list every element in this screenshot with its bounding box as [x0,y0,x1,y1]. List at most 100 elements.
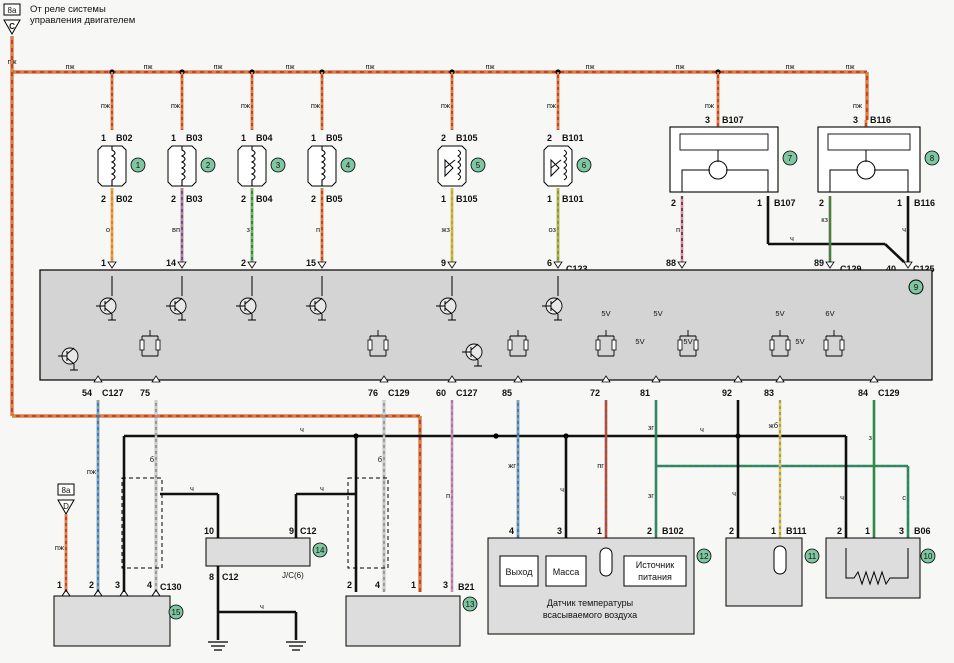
pin-number: 2 [647,526,652,536]
source-letter: D [63,502,69,511]
wire-label: зг [648,423,654,432]
ecm-voltage-label: 6V [825,309,834,318]
pin-number: 1 [865,526,870,536]
resistor [383,339,389,351]
component-marker-num: 13 [466,600,475,609]
bus-wire-label: пж [485,62,494,71]
wire-label: пж [241,101,250,110]
relay-contacts [681,150,769,192]
ground-symbol [554,314,562,321]
supply-label-2: питания [638,572,672,582]
wire-label: жб [769,421,778,430]
pin-left: 2 [819,198,824,208]
connector-c125: C125 [913,264,935,274]
wire-label: пж [101,101,110,110]
ecm-voltage-label: 5V [795,337,804,346]
pin-number: 4 [509,526,514,536]
wire-label: вп [172,225,180,234]
bus-wire-label: пж [365,62,374,71]
ecm-pin-number: 60 [436,388,446,398]
component-marker [920,548,936,564]
resistor [139,339,145,351]
wire-label: оз [548,225,556,234]
pin-arrow [93,589,103,597]
pin-arrow [151,589,161,597]
wire-label: кз [821,215,828,224]
pin-bottom: 8 [209,572,214,582]
ecm-pin-number: 75 [140,388,150,398]
component-marker [782,150,798,166]
ecm-marker: 9 [914,283,919,292]
ecm-voltage-label: 5V [775,309,784,318]
wire-label: о [106,225,110,234]
bus-wire-label: пж [285,62,294,71]
component-body [345,595,461,647]
pin-arrow [317,261,327,269]
ground-symbol [448,314,456,321]
valve-symbol [550,158,562,178]
source-tag-box [57,483,75,496]
pin-top: 2 [547,133,552,143]
component-marker-num: 2 [206,161,211,170]
potentiometer [845,548,909,586]
pin-left: 2 [671,198,676,208]
pin-arrow [903,261,913,269]
resistor [677,339,683,351]
resistor [507,339,513,351]
pin-top: 1 [171,133,176,143]
wire-label: ч [560,485,564,494]
wire-label: з [247,225,251,234]
bus-wire-label: пж [213,62,222,71]
ecm-pin-number: 1 [101,258,106,268]
pin-arrow [553,261,563,269]
pin-arrow [93,375,103,383]
source-tag: 8a [62,486,71,495]
wire-label: ч [732,489,736,498]
ecm-voltage-label: 5V [601,309,610,318]
wire-label: пж [853,101,862,110]
pin-arrow [379,375,389,383]
component-id-top: B05 [326,133,343,143]
bus-wire-label: пж [65,62,74,71]
connector-c129: C129 [840,264,862,274]
component-id-bottom: B03 [186,194,203,204]
wire-label: ч [902,225,906,234]
pin-bottom: 2 [101,194,106,204]
pin-top: 2 [441,133,446,143]
component-id-top: B101 [562,133,584,143]
pin-number: 3 [557,526,562,536]
component-marker-num: 8 [930,154,935,163]
pin-number: 2 [729,526,734,536]
transistor-leads [306,297,323,315]
ground-symbol [318,314,326,321]
component-body [725,537,803,607]
pin-arrow [177,261,187,269]
resistor [769,339,775,351]
resistor [367,339,373,351]
wire-label: п [446,491,450,500]
pin-number: 2 [837,526,842,536]
wire-label: пж [311,101,320,110]
component-marker-num: 12 [700,552,709,561]
ecm-pin-number: 2 [241,258,246,268]
coil-symbol [320,146,326,186]
coil-symbol [563,149,567,181]
ecm-pin-number: 85 [502,388,512,398]
component-marker [340,157,356,173]
resistor [839,339,845,351]
transistor-leads [542,297,559,315]
ecm-block: 9 [39,269,933,381]
pin-right: 1 [757,198,762,208]
transistor-leads [58,347,75,365]
component-marker-num: 1 [136,161,141,170]
wire-label: п [316,225,320,234]
